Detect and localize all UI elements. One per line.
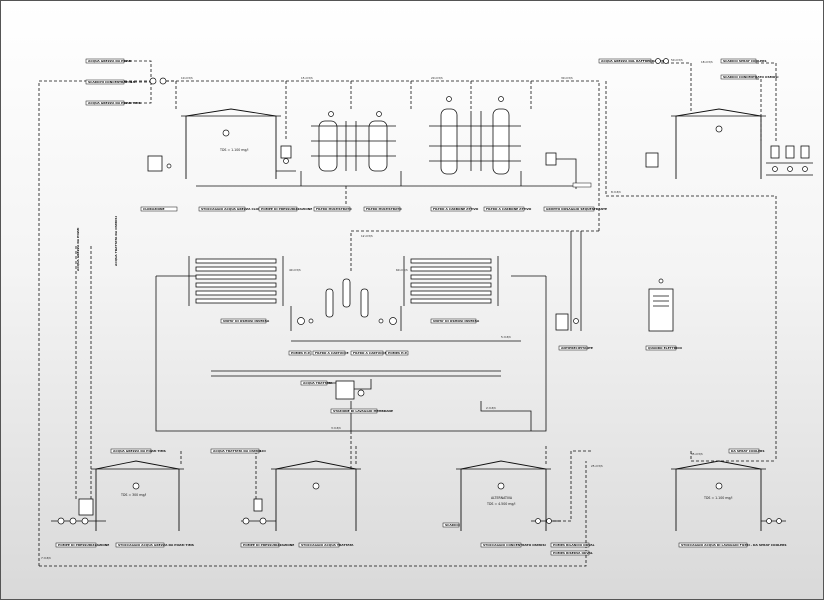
dosage-sequestrant [545, 152, 592, 189]
svg-text:QUADRO ELETTRICO: QUADRO ELETTRICO [648, 346, 682, 350]
svg-text:ALTERNATIVA: ALTERNATIVA [491, 496, 513, 500]
svg-text:STOCCAGGIO CONCENTRATO OSMOSI: STOCCAGGIO CONCENTRATO OSMOSI [483, 543, 546, 547]
tank-T1: TDS = 1.100 mg/l [147, 108, 296, 179]
svg-text:STOCCAGGIO ACQUA DI LAVAGGIO F: STOCCAGGIO ACQUA DI LAVAGGIO FILTRI - DA… [681, 543, 787, 547]
svg-text:7 m3/h: 7 m3/h [41, 556, 51, 560]
svg-text:POMPA H.P.: POMPA H.P. [291, 351, 311, 355]
filters-multistrato [311, 111, 396, 172]
svg-text:ACQUA GREZZA DAL RAFFREDDAMENT: ACQUA GREZZA DAL RAFFREDDAMENTO [601, 59, 669, 63]
svg-text:GRUPPO DOSAGGIO SEQUESTRANTE: GRUPPO DOSAGGIO SEQUESTRANTE [546, 207, 607, 211]
svg-text:CLORAZIONE: CLORAZIONE [143, 207, 165, 211]
tank-T4: ACQUA TRATTATA DA OSMOSI POMPE DI PRESSU… [210, 448, 361, 548]
antiprecipitant: ANTIPRECIPITANTE [555, 313, 593, 351]
ro-unit-right: UNITA' DI OSMOSI INVERSA [403, 256, 499, 324]
svg-text:POMPE DI PRESSURIZZAZIONE: POMPE DI PRESSURIZZAZIONE [243, 543, 294, 547]
svg-text:ANTIPRECIPITANTE: ANTIPRECIPITANTE [561, 346, 593, 350]
svg-text:FILTRO A CARBONE ATTIVO: FILTRO A CARBONE ATTIVO [433, 207, 479, 211]
svg-text:DA SPRAY COOLERS: DA SPRAY COOLERS [731, 449, 765, 453]
svg-text:2 m3/h: 2 m3/h [486, 406, 496, 410]
svg-text:FILTRO MULTISTRATO: FILTRO MULTISTRATO [316, 207, 352, 211]
svg-text:POMPA RISERVA ODVAL: POMPA RISERVA ODVAL [553, 551, 593, 555]
svg-text:TDS = 4.500 mg/l: TDS = 4.500 mg/l [486, 502, 515, 506]
svg-text:FILTRO MULTISTRATO: FILTRO MULTISTRATO [366, 207, 402, 211]
top-inputs-left: ACQUA GREZZA DA POZZI SCARICHI CONCENTRA… [85, 58, 167, 106]
svg-text:ACQUA GREZZA DA POZZI TIMS: ACQUA GREZZA DA POZZI TIMS [113, 449, 166, 453]
svg-text:60 m3/h: 60 m3/h [396, 268, 408, 272]
svg-text:POMPA H.P.: POMPA H.P. [388, 351, 408, 355]
svg-text:STOCCAGGIO ACQUA TRATTATA: STOCCAGGIO ACQUA TRATTATA [301, 543, 354, 547]
tank-T6: DA SPRAY COOLERS TDS = 1.100 mg/l STOCCA… [671, 448, 787, 548]
svg-text:SCARICO: SCARICO [445, 523, 460, 527]
tank-T3: ACQUA GREZZA DA POZZI TIMS TDS = 300 mg/… [55, 448, 194, 548]
svg-text:STAZIONE DI LAVAGGIO MEMBRANE: STAZIONE DI LAVAGGIO MEMBRANE [333, 409, 393, 413]
filters-carbone [429, 96, 521, 175]
flow-tags: 10 m3/h 15 m3/h 20 m3/h 30 m3/h 50 m3/h … [41, 58, 713, 560]
svg-text:30 m3/h: 30 m3/h [561, 76, 573, 80]
svg-text:50 m3/h: 50 m3/h [671, 58, 683, 62]
top-inputs-right: ACQUA GREZZA DAL RAFFREDDAMENTO SCARICO … [598, 58, 779, 80]
svg-text:UNITA' DI OSMOSI INVERSA: UNITA' DI OSMOSI INVERSA [433, 319, 480, 323]
svg-text:ACQUA TRATTATA DA OSMOSI: ACQUA TRATTATA DA OSMOSI [114, 216, 118, 266]
membrane-wash-station: ACQUA TRATTATA STAZIONE DI LAVAGGIO MEMB… [300, 379, 393, 414]
piping [38, 62, 786, 567]
svg-text:12 m3/h: 12 m3/h [361, 234, 373, 238]
cartridge-filters: POMPA H.P. FILTRO A CARTUCCE FILTRO A CA… [288, 278, 409, 356]
tank-T2 [645, 108, 813, 179]
svg-text:UNITA' DI OSMOSI INVERSA: UNITA' DI OSMOSI INVERSA [223, 319, 270, 323]
svg-text:ACQUA TRATTATA DA OSMOSI: ACQUA TRATTATA DA OSMOSI [213, 449, 263, 453]
svg-text:POMPE DI PRESSURIZZAZIONE: POMPE DI PRESSURIZZAZIONE [58, 543, 109, 547]
svg-text:TDS = 300 mg/l: TDS = 300 mg/l [120, 493, 146, 497]
svg-text:SCARICO CONCENTRATO OSMOSI: SCARICO CONCENTRATO OSMOSI [723, 75, 779, 79]
svg-text:FILTRO A CARTUCCE: FILTRO A CARTUCCE [353, 351, 387, 355]
svg-text:FILTRO A CARBONE ATTIVO: FILTRO A CARBONE ATTIVO [486, 207, 532, 211]
svg-text:35 m3/h: 35 m3/h [691, 452, 703, 456]
svg-text:POMPA RILANCIO ODVAL: POMPA RILANCIO ODVAL [553, 543, 595, 547]
svg-text:POMPE DI PRESSURIZZAZIONE: POMPE DI PRESSURIZZAZIONE [261, 207, 312, 211]
top-section-labels: CLORAZIONE STOCCAGGIO ACQUA GREZZA CLORA… [140, 206, 607, 212]
svg-text:SCARICHI CONCENTRATI ILS: SCARICHI CONCENTRATI ILS [88, 80, 135, 84]
svg-text:STOCCAGGIO ACQUA GREZZA CLORAT: STOCCAGGIO ACQUA GREZZA CLORATA [201, 207, 267, 211]
svg-text:18 m3/h: 18 m3/h [701, 60, 713, 64]
svg-text:TDS = 1.100 mg/l: TDS = 1.100 mg/l [703, 496, 732, 500]
electrical-panel: QUADRO ELETTRICO [645, 278, 682, 351]
svg-text:40 m3/h: 40 m3/h [289, 268, 301, 272]
svg-text:8 m3/h: 8 m3/h [611, 190, 621, 194]
svg-text:ACQUA GREZZA DA POZZI: ACQUA GREZZA DA POZZI [76, 228, 80, 271]
svg-text:ACQUA GREZZA DA POZZI TIMS: ACQUA GREZZA DA POZZI TIMS [88, 101, 141, 105]
svg-text:5 m3/h: 5 m3/h [501, 335, 511, 339]
svg-text:SCARICO SPRAY COOLERS: SCARICO SPRAY COOLERS [723, 59, 767, 63]
svg-text:3 m3/h: 3 m3/h [331, 426, 341, 430]
svg-text:ACQUA GREZZA DA POZZI: ACQUA GREZZA DA POZZI [88, 59, 131, 63]
svg-text:ACQUA TRATTATA: ACQUA TRATTATA [303, 381, 333, 385]
svg-text:FILTRO A CARTUCCE: FILTRO A CARTUCCE [315, 351, 349, 355]
tank-T5: ALTERNATIVA TDS = 4.500 mg/l SCARICO STO… [442, 460, 595, 556]
svg-text:15 m3/h: 15 m3/h [301, 76, 313, 80]
svg-text:25 m3/h: 25 m3/h [591, 464, 603, 468]
vertical-labels: ACQUA GREZZA DA POZZI ACQUA TRATTATA DA … [76, 216, 118, 271]
svg-text:10 m3/h: 10 m3/h [181, 76, 193, 80]
svg-text:STOCCAGGIO ACQUA GREZZA DA POZ: STOCCAGGIO ACQUA GREZZA DA POZZI TIMS [118, 543, 194, 547]
svg-text:20 m3/h: 20 m3/h [431, 76, 443, 80]
svg-text:TDS = 1.100 mg/l: TDS = 1.100 mg/l [219, 148, 248, 152]
ro-unit-left: UNITA' DI OSMOSI INVERSA [188, 256, 284, 324]
